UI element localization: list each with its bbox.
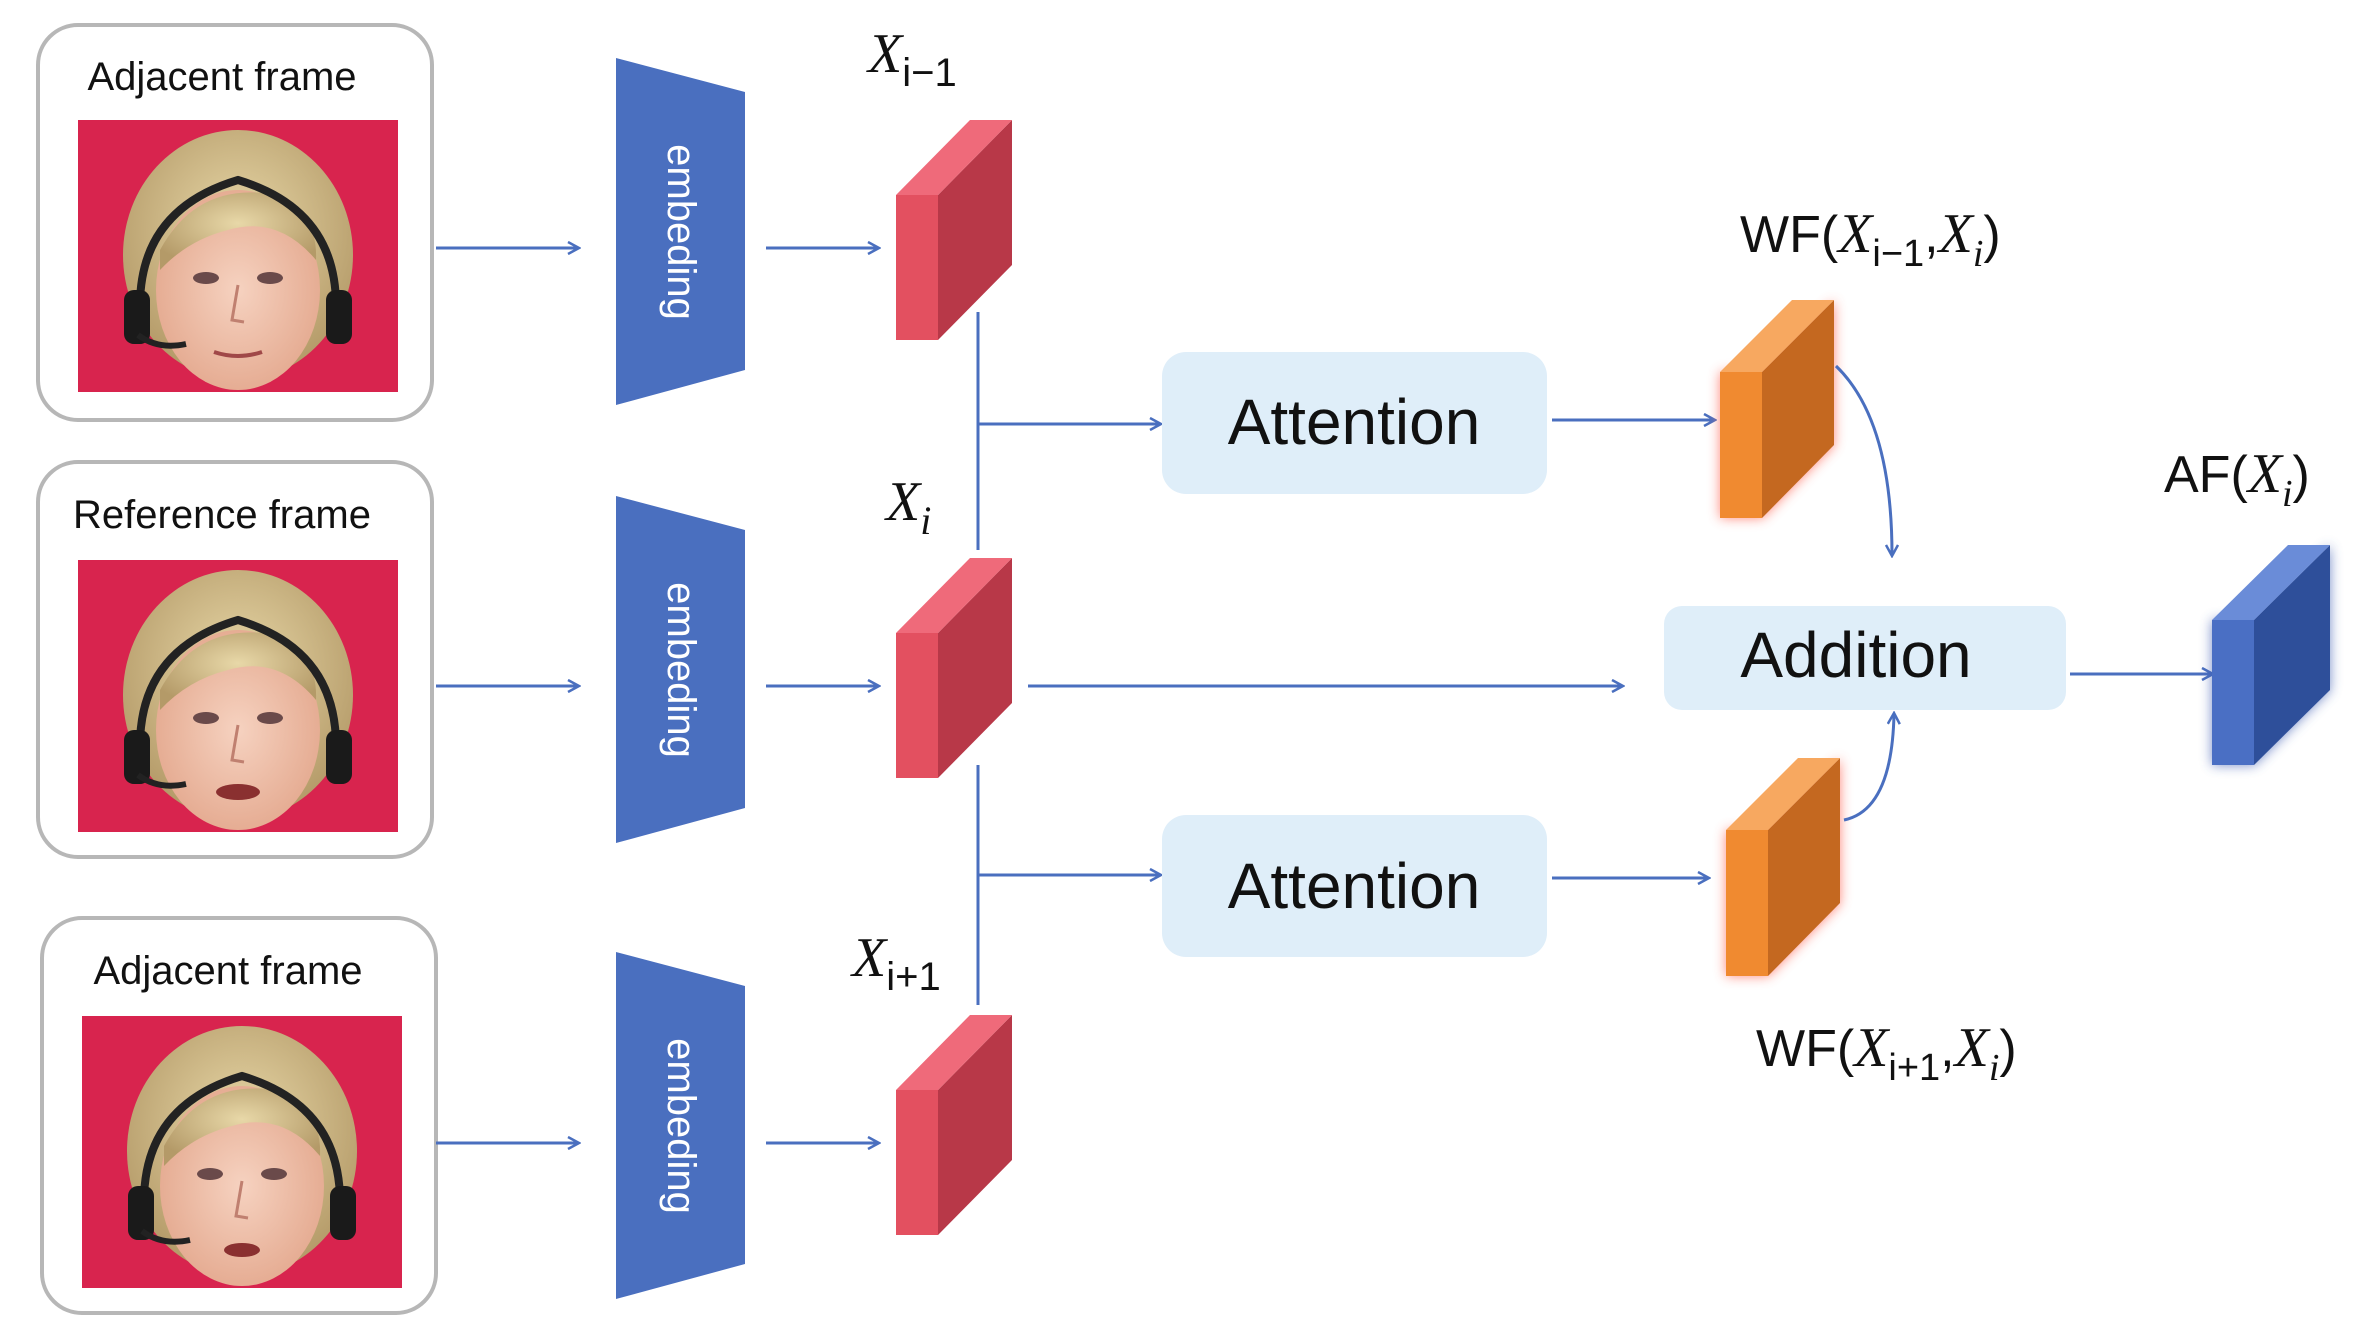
face-thumbnail-middle <box>78 560 398 832</box>
arrows-frame-to-embed <box>436 248 578 1143</box>
attention-box-top: Attention <box>1162 352 1547 494</box>
attention-label-bottom: Attention <box>1228 850 1481 922</box>
frame-label-bottom: Adjacent frame <box>93 949 362 993</box>
attention-box-bottom: Attention <box>1162 815 1547 957</box>
arrow-wf-bottom-to-addition <box>1843 714 1894 822</box>
wf-block-top <box>1720 300 1834 518</box>
addition-box: Addition <box>1664 606 2066 710</box>
feature-block-cur <box>896 558 1012 778</box>
embedding-label-top: embeding <box>659 144 703 320</box>
wf-label-top: WF(Xi−1,Xi) <box>1740 203 2001 275</box>
frame-label-top: Adjacent frame <box>87 55 356 99</box>
embedding-bottom: embeding <box>616 952 745 1299</box>
feature-block-prev <box>896 120 1012 340</box>
face-thumbnail-bottom <box>82 1016 402 1288</box>
wf-label-bottom: WF(Xi+1,Xi) <box>1756 1017 2017 1089</box>
addition-label: Addition <box>1740 619 1971 691</box>
attention-label-top: Attention <box>1228 386 1481 458</box>
arrows-attention-to-wf <box>1552 420 1714 878</box>
connectors-to-attention <box>976 312 1622 1005</box>
frame-panel-middle: Reference frame <box>36 460 434 859</box>
arrows-wf-to-addition <box>1834 364 1894 822</box>
embedding-top: embeding <box>616 58 745 405</box>
frame-label-middle: Reference frame <box>73 493 371 537</box>
frame-panel-top: Adjacent frame <box>36 23 434 422</box>
feature-label-cur: Xi <box>884 471 931 543</box>
embedding-middle: embeding <box>616 496 745 843</box>
output-block <box>2212 545 2330 765</box>
embedding-label-bottom: embeding <box>659 1038 703 1214</box>
wf-block-bottom <box>1726 758 1840 976</box>
af-label: AF(Xi) <box>2164 443 2310 515</box>
arrow-wf-top-to-addition <box>1834 364 1892 555</box>
embedding-label-middle: embeding <box>659 582 703 758</box>
feature-block-next <box>896 1015 1012 1235</box>
arrows-embed-to-feature <box>766 248 878 1143</box>
feature-label-next: Xi+1 <box>850 927 941 999</box>
frame-panel-bottom: Adjacent frame <box>40 916 438 1315</box>
face-thumbnail-top <box>78 120 398 392</box>
feature-label-prev: Xi−1 <box>866 23 957 95</box>
